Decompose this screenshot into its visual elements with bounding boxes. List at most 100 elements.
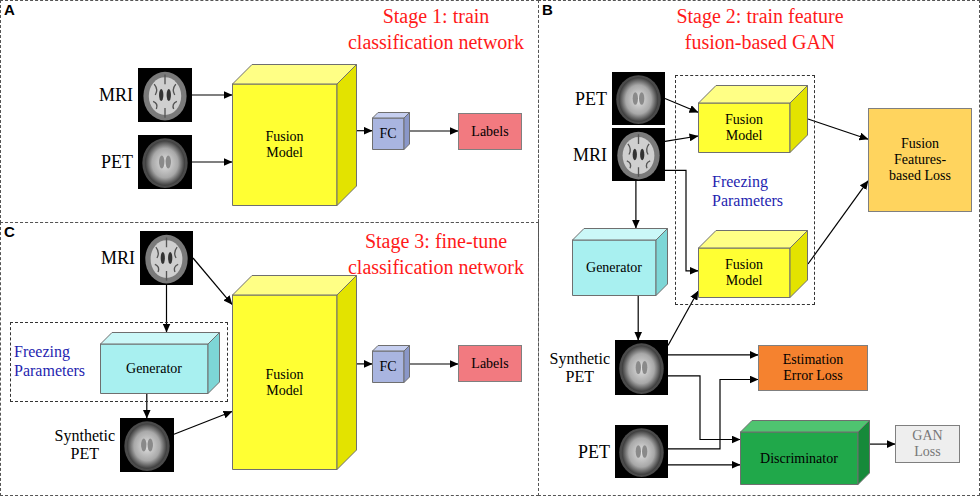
flow-arrow [410,363,458,364]
modality-label: PET [578,441,610,462]
pet-scan [120,418,174,472]
modality-label: PET [575,88,607,109]
scan-ground [612,128,665,181]
brain-ventricle [633,92,638,105]
scan-ground [140,231,193,285]
flow-arrow [174,412,232,435]
stage-panel: C Stage 3: fine-tune classification netwo… [0,222,539,496]
cuboid-side [790,231,808,298]
brain-cortex [143,72,186,121]
cuboid-front [741,432,859,485]
flow-arrow [192,161,232,162]
cuboid-front [373,118,405,150]
pet-scan [615,340,668,395]
text-area: FC [372,118,404,150]
scan-image: PET [138,135,192,189]
brain-uptake [622,346,661,392]
block-label: Fusion Model [725,257,763,289]
panel-letter: B [542,1,553,19]
mri-scan [140,231,193,285]
block-label: Fusion Model [265,129,303,161]
flow-arrow [665,170,698,270]
brain-sulci [627,134,650,176]
flow-arrow [638,296,639,340]
stage-title: Stage 3: fine-tune classification networ… [336,228,536,280]
flow-arrow [668,291,698,345]
brain-ventricle [159,89,163,101]
modality-label: Synthetic PET [55,427,115,464]
brain-ventricle [167,89,171,101]
brain-ventricle [639,92,644,105]
flow-arrow [635,181,636,228]
scan-image: PET [615,425,668,478]
text-area: Fusion Model [698,103,790,153]
scan-ground [615,425,668,478]
flow-arrow [665,99,698,113]
brain-ventricle [168,252,172,264]
block-label: Discriminator [760,451,838,467]
module-block: Fusion Model [232,275,357,470]
cuboid-front [233,295,338,470]
cuboid-side [656,229,668,296]
text-area: Fusion Features-based Loss [869,109,971,211]
brain-ventricle [161,252,165,264]
panel-letter: A [4,1,15,19]
block-label: Estimation Error Loss [774,352,852,384]
scan-ground [138,135,192,189]
flow-arrow [166,285,167,332]
flow-arrow [193,258,232,304]
text-area: Fusion Model [232,84,337,206]
text-area: GAN Loss [896,426,959,462]
scan-image: MRI [612,128,665,181]
flow-arrow [410,130,458,131]
cuboid-top [373,113,410,119]
modality-label: MRI [101,248,135,269]
brain-uptake [619,77,658,122]
flow-arrow [808,119,868,139]
brain-halo [619,428,664,477]
pet-scan [615,425,668,478]
brain-ventricle [166,156,171,169]
cuboid-side [404,346,410,383]
module-block: Discriminator [740,420,870,485]
scan-ground [138,68,192,122]
block-label: Generator [586,260,642,276]
brain-uptake [127,423,167,468]
block-label: FC [379,126,396,142]
module-block: Fusion Model [232,64,357,206]
block-label: Labels [471,356,508,372]
brain-ventricle [148,439,153,452]
flow-arrow [870,444,895,445]
text-area: Labels [459,114,521,149]
freeze-note: Freezing Parameters [712,172,804,210]
cuboid-top [233,276,357,296]
brain-ventricle [642,445,647,458]
pet-scan [138,135,192,189]
cuboid-side [858,421,870,485]
stage-panel: BStage 2: train feature fusion-based GAN… [538,0,980,496]
scan-ground [612,72,665,125]
module-block: Generator [100,332,220,394]
block-label: Fusion Model [265,367,303,399]
pet-scan [612,72,665,125]
cuboid-top [573,229,668,241]
scan-image: Synthetic PET [615,340,668,395]
flow-arrow [668,376,740,440]
scan-image: MRI [138,68,192,122]
scan-ground [615,340,668,395]
brain-halo [124,421,169,471]
output-box: Fusion Features-based Loss [868,108,972,212]
cuboid-side [404,113,410,150]
brain-cortex [145,235,187,284]
cuboid-top [101,333,220,345]
text-area: FC [372,351,404,383]
brain-ventricle [636,361,641,374]
cuboid-side [790,86,808,153]
cuboid-front [101,344,209,394]
panel-letter: C [4,223,15,241]
scan-image: PET [612,72,665,125]
flow-arrow [146,394,147,418]
block-label: Generator [126,361,182,377]
cuboid-top [373,346,410,352]
